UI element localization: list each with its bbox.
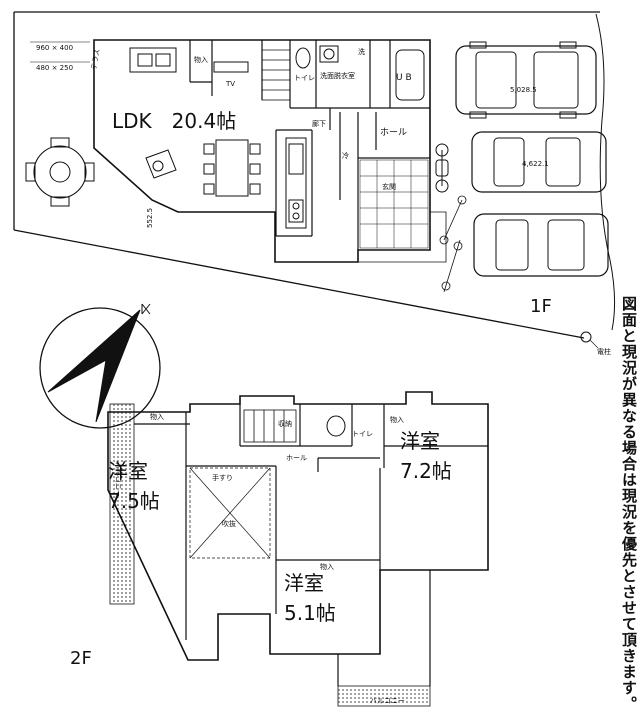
toilet-2f-label: トイレ [352,430,373,438]
entrance-label: 玄関 [382,182,396,191]
terrace-label: テラス [90,48,102,70]
storage-2f-label-3: 物入 [390,415,404,424]
kitchen-sink [288,143,304,175]
sofa-icon [129,47,177,73]
car-1-dimension: 5,028.5 [510,86,537,94]
second-floor-label: 2F [70,648,92,669]
room3-name: 洋室 [400,429,440,453]
dim-label-a: 960 × 400 [36,44,73,52]
site-boundary-right [595,13,616,331]
balcony-bottom-label: バルコニー [370,697,405,705]
tv-stand [213,61,249,73]
hall-1f-label: ホール [380,127,407,138]
balcony-left [109,403,135,605]
room2-size: 5.1帖 [284,601,336,625]
balcony-bottom [337,685,431,707]
balcony-left-label: バルコニー [114,462,122,497]
toilet-1f-icon [295,47,311,69]
corridor-label: 廊下 [312,119,326,128]
second-floor-building [107,391,489,661]
stairs-2f [243,409,297,443]
hall-2f-label: ホール [286,454,307,462]
utility-pole-icon [580,331,592,343]
motorcycle-icon [435,143,449,193]
pole-label: 電柱 [597,347,611,356]
toilet-1f-label: トイレ [294,74,315,82]
second-floor-interior-walls [134,404,488,640]
storage-1f-label: 物入 [194,55,208,64]
room1-name: 洋室 [108,459,148,483]
dim-label-b: 480 × 250 [36,64,73,72]
room1-size: 7.5帖 [108,489,160,513]
bicycle-icon [439,195,467,293]
first-floor-label: 1F [530,296,552,317]
porch-steps [358,211,447,263]
storage-2f-label-2: 物入 [320,562,334,571]
void-label: 吹抜 [222,519,236,528]
car-1-icon [455,41,597,119]
pole-leader [589,339,599,349]
tv-label: TV [225,80,235,88]
room2-name: 洋室 [284,571,324,595]
stairs-1f [261,39,291,101]
washroom-label: 洗面脱衣室 [320,71,355,80]
toilet-2f-icon [326,415,346,437]
closet-label: 収納 [278,419,292,428]
fridge-label: 冷 [342,151,349,160]
void-area [189,467,271,559]
railing-label: 手すり [212,473,233,482]
north-arrow-icon [39,303,161,429]
kitchen-counter [285,137,307,229]
kitchen-stove [288,199,304,223]
ldk-label: LDK 20.4帖 [112,109,236,133]
sink-label: 洗 [358,47,365,56]
car-3-icon [473,213,609,277]
bath-label: U B [396,73,412,83]
room3-size: 7.2帖 [400,459,452,483]
entrance-tiles [359,159,429,249]
bathtub-icon [395,49,425,101]
dining-table-icon [203,139,261,197]
washbasin-icon [319,45,339,63]
patio-table-icon [25,137,95,207]
first-floor-building [93,39,431,263]
dim-label-c: 552.5 [146,208,154,228]
car-2-icon [471,131,607,193]
storage-2f-label-1: 物入 [150,412,164,421]
disclaimer-note: 図面と現況が異なる場合は現況を優先とさせて頂きます。 [620,296,638,712]
car-2-dimension: 4,622.1 [522,160,549,168]
site-boundary-bottom [13,229,585,339]
armchair-icon [145,149,177,179]
